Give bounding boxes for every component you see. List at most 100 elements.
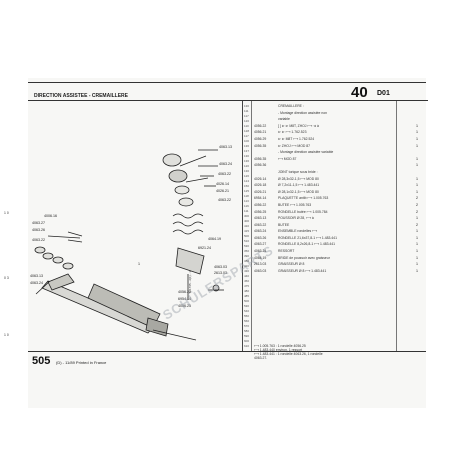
part-description: [ ] ⊳ ⊳ M8T, ZHOJ ⟼ ⊲ à [278, 123, 319, 128]
diagram-label: 4063.24 [219, 162, 232, 166]
part-ref: 4056.35 [254, 143, 267, 148]
rack-housing [87, 283, 161, 329]
part-ref: 4063.27 [254, 242, 267, 247]
row-number: 410 [244, 224, 250, 228]
part-description: - Montage direction assistée non [278, 110, 328, 115]
part-description: ⊳ ⊳ M8T ⟼ 1.762.524 [278, 136, 315, 141]
margin-code: 0 3 [4, 276, 9, 280]
rack-boot [47, 273, 75, 291]
section-number: 40 [351, 84, 368, 101]
row-number: 120 [244, 164, 250, 168]
footnote-line: ⟼ 1.483.441 : 1 rondelle 4063.26, 1 rond… [254, 352, 323, 356]
part-quantity: 1 [416, 216, 418, 221]
list-divider [242, 101, 243, 351]
spring-coil [172, 229, 204, 235]
exploded-diagram [34, 149, 224, 341]
part-description: PLAQUETTE antib ⟼ 1.005.763 [278, 196, 329, 201]
washer-part [34, 246, 46, 254]
row-number: 130 [244, 154, 250, 158]
diagram-label: 4063.22 [32, 238, 45, 242]
part-ref: 4056.25 [254, 209, 267, 214]
part-ref: 4056.36 [254, 163, 267, 168]
part-ref: 4026.18 [254, 183, 267, 188]
part-description: Ø 7,2x11-1,5 ⟼ 1.483.441 [278, 183, 320, 188]
row-number: 126 [244, 174, 250, 178]
row-number: 430 [244, 269, 250, 273]
part-ref: 4063.26 [254, 235, 267, 240]
row-number: 530 [244, 304, 250, 308]
part-description: Ø 28,3x32-1,5 ⟼ MOD 80 [278, 176, 319, 181]
parts-list: CREMAILLERE :- Montage direction assisté… [254, 104, 424, 284]
row-number: 136 [244, 144, 250, 148]
row-number: 540 [244, 309, 250, 313]
part-quantity: 1 [416, 262, 418, 267]
diagram-label: 4056.22 [178, 290, 191, 294]
spring-coil [172, 221, 204, 227]
seal-ring [178, 197, 194, 207]
washer-part [62, 262, 74, 270]
row-number: 610 [244, 344, 250, 348]
row-number: 130 [244, 104, 250, 108]
footer-page-sub: (D) - 11/89 Printed in France [56, 360, 107, 365]
row-number: 130 [244, 169, 250, 173]
part-description: GRAISSEUR Ø 8 [278, 262, 305, 267]
part-ref: 4063.24 [254, 229, 267, 234]
row-number: 550 [244, 314, 250, 318]
diagram-label: 2613.03 [214, 271, 227, 275]
part-description: - Montage direction assistée variable [278, 150, 334, 155]
diagram-label: 6921.24 [198, 246, 211, 250]
diagram-label: 1 [138, 262, 140, 266]
part-description: RONDELLE 21,6x37,8-1 ⟼ 1.483.441 [278, 235, 337, 240]
row-number: 390 [244, 254, 250, 258]
part-ref: 2613.03 [254, 262, 267, 267]
part-description: variable [278, 117, 290, 122]
part-quantity: 1 [416, 249, 418, 254]
row-number: 570 [244, 324, 250, 328]
part-description: ENSEMBLE rondelles ⟼ [278, 229, 317, 234]
part-quantity: 1 [416, 268, 418, 273]
part-quantity: 1 [416, 123, 418, 128]
part-ref: 4056.35 [254, 156, 267, 161]
washer-part [42, 252, 54, 260]
row-number: 100 [244, 139, 250, 143]
part-description: ⊳ ZHOJ ⟼ MOD 87 [278, 143, 311, 148]
margin-code: 1 0 [4, 211, 9, 215]
diagram-label: 4026.21 [216, 189, 229, 193]
row-number: 113 [244, 199, 249, 203]
part-quantity: 1 [416, 136, 418, 141]
qty-divider [396, 101, 397, 351]
row-number: 120 [244, 119, 250, 123]
row-number: 420 [244, 264, 250, 268]
part-description: ⟼ MOD 87 [278, 156, 297, 161]
parts-row: 4056.35 ⊳ ZHOJ ⟼ MOD 87 1 [254, 144, 424, 151]
row-number: 450 [244, 279, 250, 283]
part-quantity: 1 [416, 242, 418, 247]
part-description: Ø 28,1x32-1,5 ⟼ MOD 80 [278, 189, 319, 194]
row-number: 111 [244, 209, 249, 213]
part-quantity: 2 [416, 202, 418, 207]
footnote-line: ⟼ 1.005.763 : 1 rondelle 4056.25 [254, 344, 306, 348]
part-quantity: 1 [416, 143, 418, 148]
row-number: 590 [244, 334, 250, 338]
part-ref: 4063.24 [254, 249, 267, 254]
header-title: DIRECTION ASSISTEE - CREMAILLERE [34, 93, 128, 99]
row-number: 150 [244, 184, 250, 188]
part-quantity: 1 [416, 156, 418, 161]
part-description: POUSSOIR Ø 28, ⟼ à [278, 216, 314, 221]
row-number: 117 [244, 114, 249, 118]
part-ref: 4026.14 [254, 176, 267, 181]
part-ref: 4056.21 [254, 130, 267, 135]
